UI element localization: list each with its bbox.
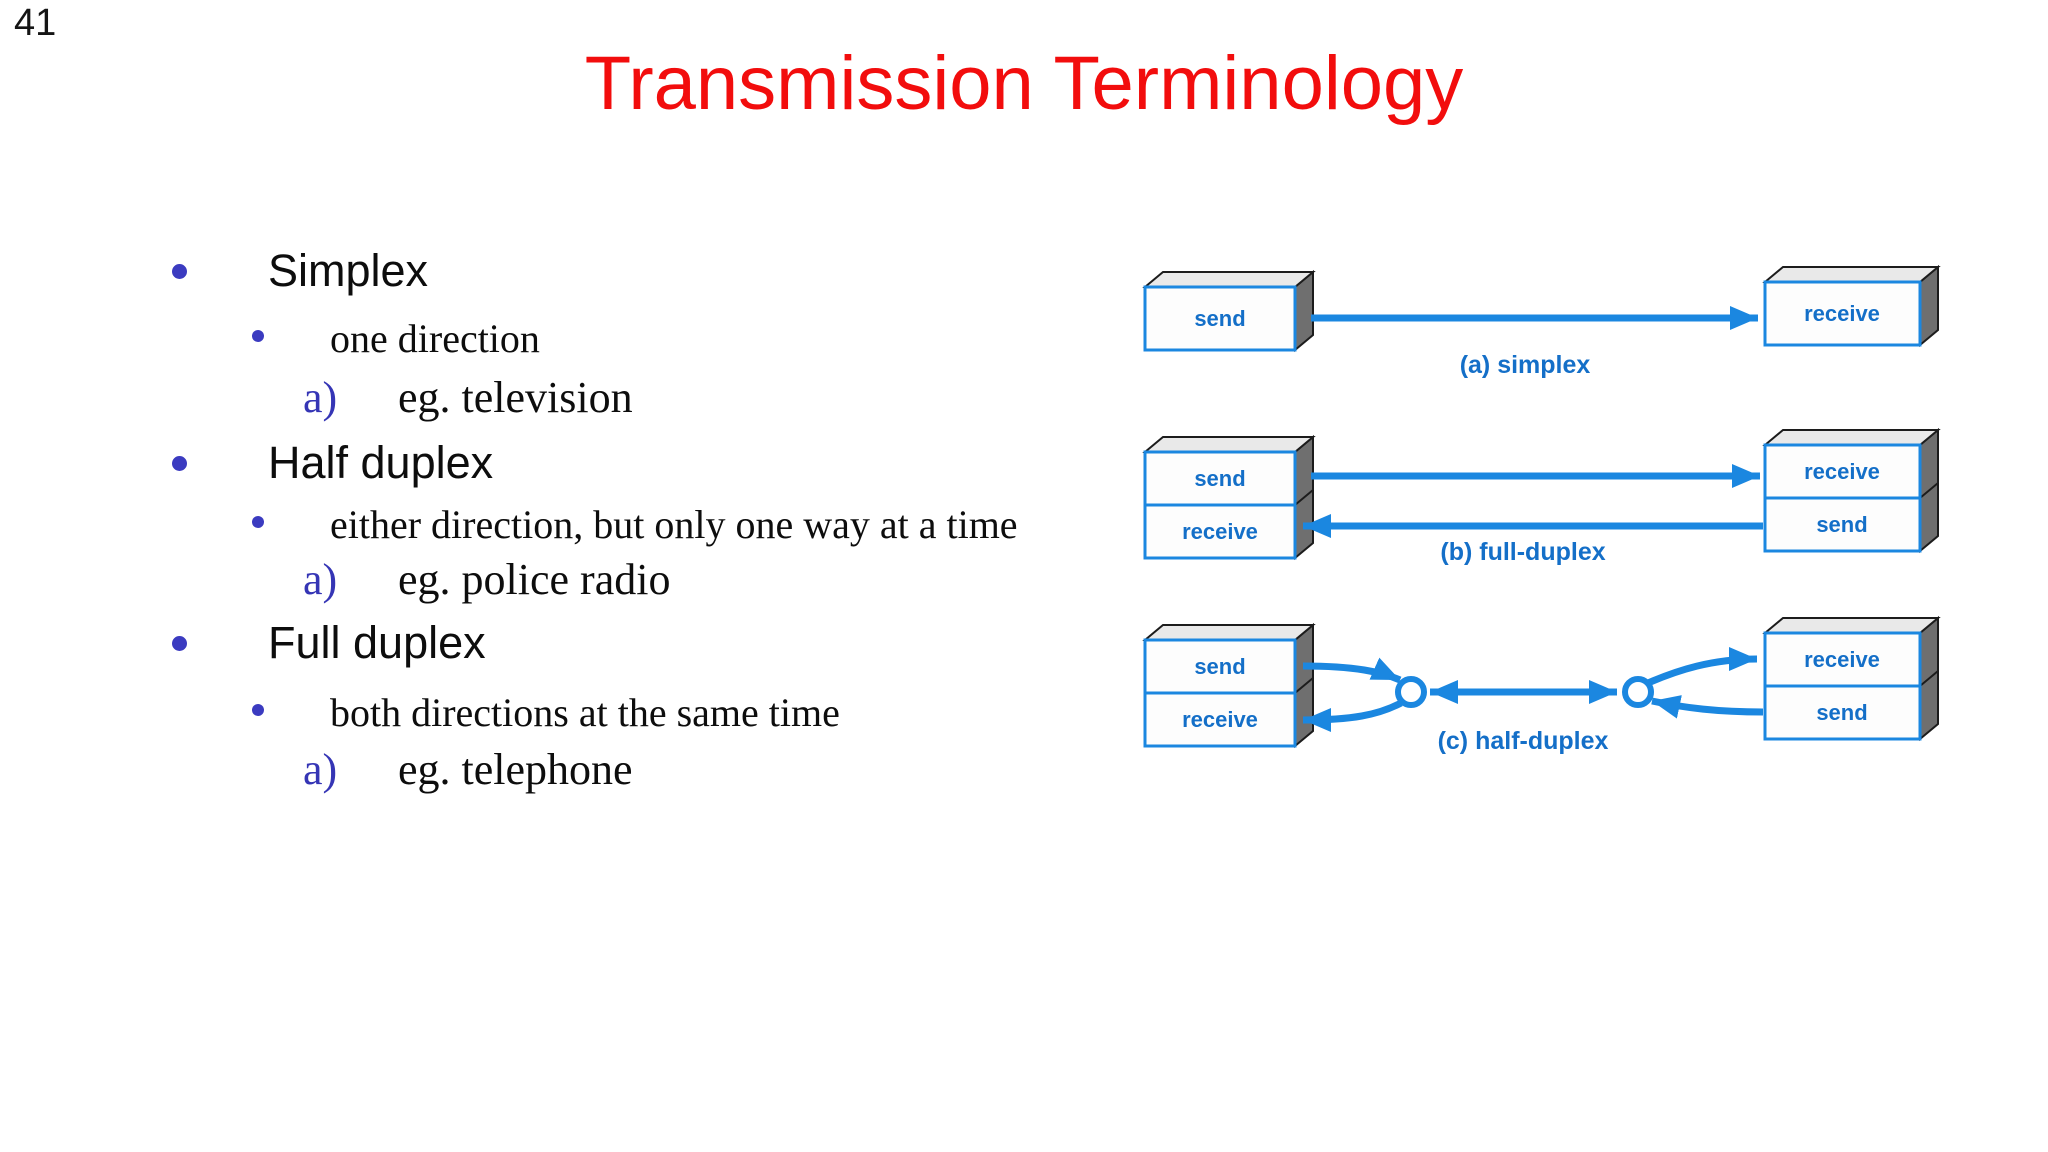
list-item-either-direction: either direction, but only one way at a …	[0, 500, 1130, 550]
list-item-eg-telephone: a) eg. telephone	[0, 742, 1130, 798]
half-duplex-row: send receive receive send (c) half-duple…	[1142, 615, 1941, 755]
list-item-label: both directions at the same time	[330, 690, 840, 735]
full-duplex-caption: (b) full-duplex	[1440, 538, 1605, 566]
switch-to-receive-curve	[1646, 647, 1758, 687]
send-to-switch-curve	[1651, 695, 1764, 719]
slide-title: Transmission Terminology	[584, 41, 1464, 126]
simplex-row: send receive (a) simplex	[1142, 264, 1941, 379]
list-item-one-direction: one direction	[0, 314, 1130, 364]
list-item-eg-police-radio: a) eg. police radio	[0, 552, 1130, 608]
bullet-dot-icon	[172, 264, 187, 279]
send-label: send	[1194, 654, 1245, 679]
list-item-label: eg. television	[398, 373, 633, 422]
list-item-full-duplex: Full duplex	[0, 614, 1130, 672]
send-label: send	[1816, 700, 1867, 725]
bullet-dot-icon	[252, 516, 264, 528]
receive-box: receive	[1762, 264, 1941, 348]
bullet-dot-icon	[252, 330, 264, 342]
bullet-dot-icon	[172, 456, 187, 471]
send-receive-stack: send receive	[1142, 434, 1316, 561]
receive-label: receive	[1804, 459, 1880, 484]
list-item-label: eg. police radio	[398, 555, 671, 604]
list-marker: a)	[303, 745, 338, 794]
page-number: 41	[14, 2, 57, 44]
list-marker: a)	[303, 373, 338, 422]
send-label: send	[1194, 466, 1245, 491]
receive-send-stack: receive send	[1762, 615, 1941, 742]
list-item-half-duplex: Half duplex	[0, 434, 1130, 492]
list-item-label: Simplex	[268, 245, 429, 296]
bullet-dot-icon	[172, 636, 187, 651]
switch-to-receive-curve	[1302, 699, 1403, 732]
send-label: send	[1194, 306, 1245, 331]
list-item-both-directions: both directions at the same time	[0, 688, 1130, 738]
send-to-switch-curve	[1302, 657, 1402, 684]
transmission-modes-diagram: send receive (a) simplex send receive	[1142, 264, 1941, 755]
list-item-label: eg. telephone	[398, 745, 633, 794]
send-label: send	[1816, 512, 1867, 537]
left-switch-node	[1395, 676, 1427, 708]
receive-label: receive	[1804, 647, 1880, 672]
receive-send-stack: receive send	[1762, 427, 1941, 554]
full-duplex-row: send receive receive send (b) full-duple…	[1142, 427, 1941, 566]
list-item-simplex: Simplex	[0, 242, 1130, 300]
right-switch-node	[1622, 676, 1654, 708]
list-item-label: either direction, but only one way at a …	[330, 502, 1018, 547]
send-receive-stack: send receive	[1142, 622, 1316, 749]
list-item-eg-television: a) eg. television	[0, 370, 1130, 426]
receive-label: receive	[1804, 301, 1880, 326]
receive-label: receive	[1182, 519, 1258, 544]
bullet-list: Simplex one direction a) eg. television …	[0, 242, 1130, 798]
list-item-label: Full duplex	[268, 617, 486, 668]
list-item-label: one direction	[330, 316, 540, 361]
list-item-label: Half duplex	[268, 437, 494, 488]
bullet-dot-icon	[252, 704, 264, 716]
send-box: send	[1142, 269, 1316, 353]
list-marker: a)	[303, 555, 338, 604]
simplex-caption: (a) simplex	[1460, 351, 1591, 379]
half-duplex-caption: (c) half-duplex	[1438, 727, 1609, 755]
receive-label: receive	[1182, 707, 1258, 732]
